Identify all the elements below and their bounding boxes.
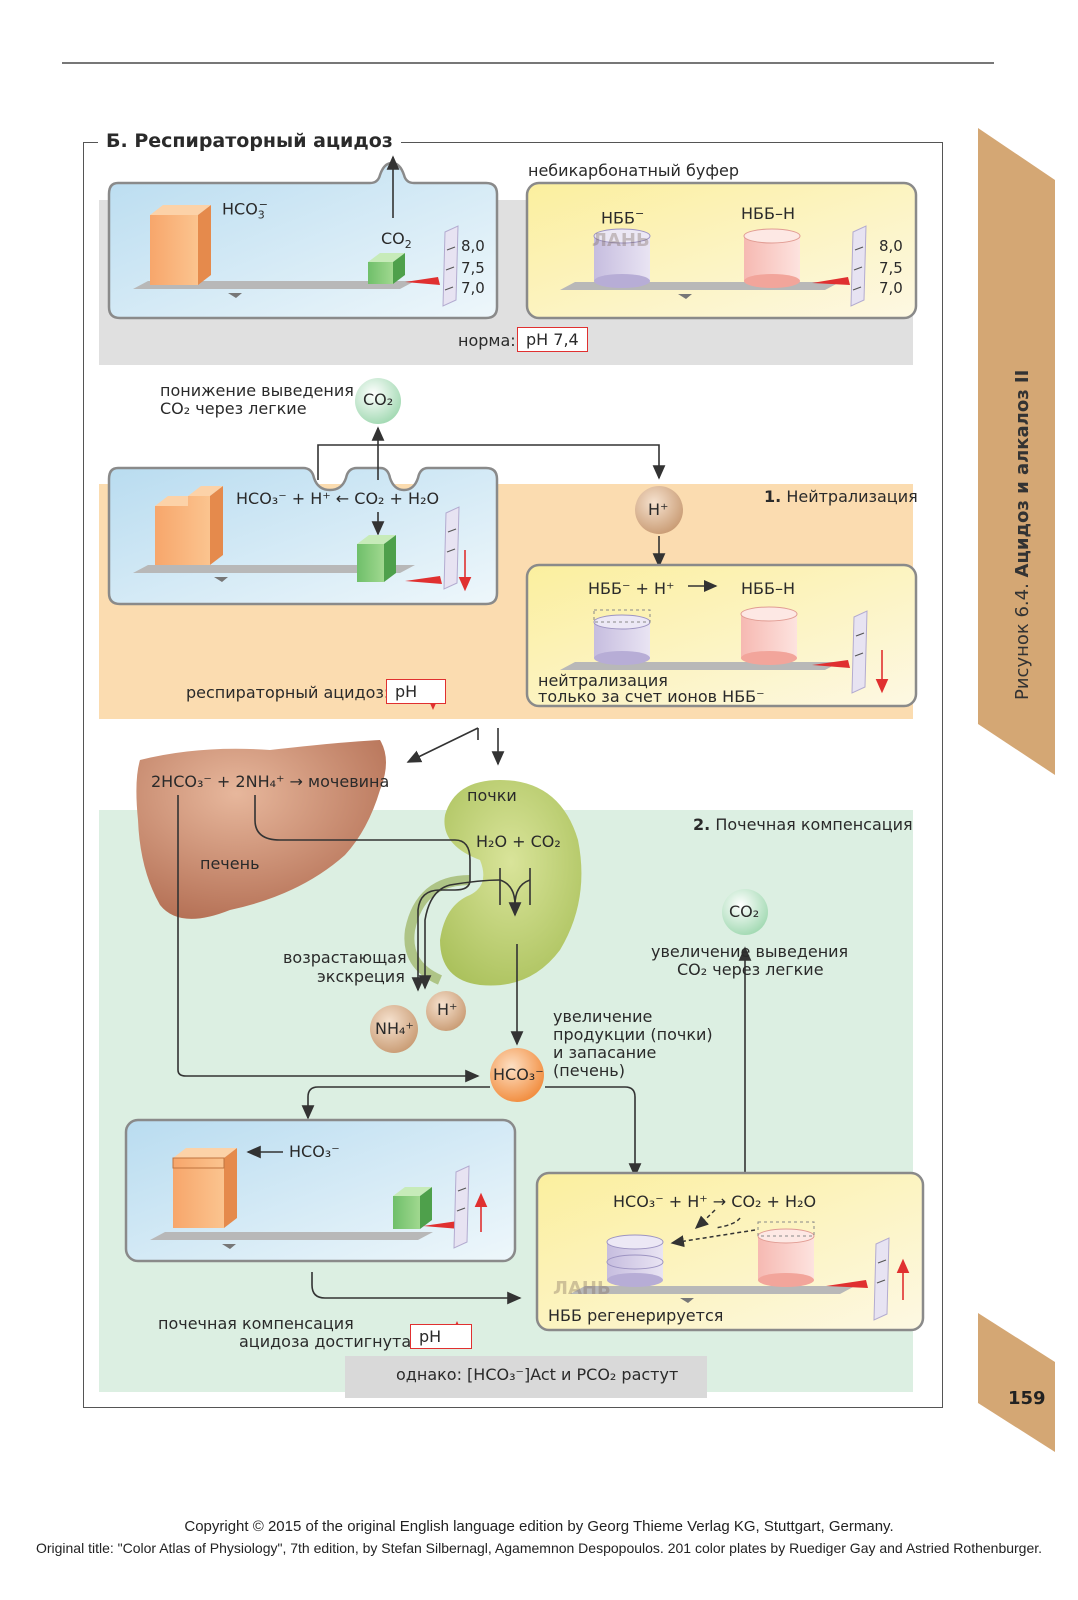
top-hco3-label: HCO3−: [222, 198, 269, 222]
co2-out-1: увеличение выведения: [651, 942, 849, 961]
liver-label: печень: [200, 854, 260, 873]
scale-plate: [133, 281, 415, 289]
scale-75-right: 7,5: [879, 259, 903, 277]
hco3-bubble-label: HCO₃⁻: [493, 1065, 544, 1084]
nbb-minus-label: НББ−: [601, 207, 645, 228]
nbb-h-label: НББ–Н: [741, 204, 796, 223]
co2-out-2: CO₂ через легкие: [677, 960, 824, 979]
nbb-reaction-left: НББ⁻ + H⁺: [588, 579, 675, 598]
chapter-tab-upper: [978, 128, 1055, 775]
nh4-bubble: [370, 1005, 418, 1053]
norm-label: норма:: [458, 331, 516, 350]
prod-4: (печень): [553, 1061, 625, 1080]
prod-3: и запасание: [553, 1043, 657, 1062]
panel1-title: 1. Нейтрализация: [764, 487, 918, 506]
nbb-h-cylinder-2: [757, 1221, 815, 1287]
co2-bubble-2: [722, 889, 768, 935]
co2-bubble-1-label: CO₂: [363, 390, 394, 409]
footer-line-2: Original title: "Color Atlas of Physiolo…: [35, 1540, 1043, 1556]
excretion-1: возрастающая: [283, 948, 407, 967]
hco3-block: [150, 215, 198, 285]
norm-ph-box: pH 7,4: [517, 327, 588, 352]
hco3-block-restored: [173, 1158, 224, 1228]
panel2-title: 2. Почечная компенсация: [693, 815, 913, 834]
acidosis-label: респираторный ацидоз:: [186, 683, 390, 702]
liver-shape: [136, 740, 386, 919]
right-reaction: HCO₃⁻ + H⁺ → CO₂ + H₂O: [613, 1192, 817, 1211]
nbb-regen: НББ регенерируется: [548, 1306, 724, 1325]
figure-frame: [83, 142, 943, 1408]
scale-8-left: 8,0: [461, 237, 485, 255]
however-text: однако: [HCO₃⁻]Act и PCO₂ растут: [396, 1365, 679, 1384]
comp-2: ацидоза достигнута:: [239, 1332, 417, 1351]
ph-indicator: [442, 225, 459, 307]
prod-2: продукции (почки): [553, 1025, 713, 1044]
watermark-1: ЛАНЬ: [592, 230, 650, 251]
comp-1: почечная компенсация: [158, 1314, 354, 1333]
nbb-buffer-label: небикарбонатный буфер: [528, 161, 740, 180]
watermark-2: ЛАНЬ: [553, 1278, 611, 1299]
nh4-bubble-label: NH₄⁺: [375, 1019, 414, 1038]
page-number: 159: [1008, 1388, 1046, 1409]
hco3-bubble: [490, 1048, 544, 1102]
kidney-shape: [440, 780, 582, 986]
nbb-minus-cylinder: [593, 228, 651, 288]
scale-8-right: 8,0: [879, 237, 903, 255]
co2-block-2: [393, 1196, 420, 1229]
prod-1: увеличение: [553, 1007, 653, 1026]
co2-caption-1a: понижение выведения: [160, 381, 354, 400]
side-title: Рисунок 6.4. Ацидоз и алкалоз II: [1012, 369, 1033, 700]
co2-bubble-2-label: CO₂: [729, 902, 760, 921]
reaction-1: HCO₃⁻ + H⁺ ← CO₂ + H₂O: [236, 489, 440, 508]
top-co2-label: CO2: [381, 229, 412, 252]
excretion-2: экскреция: [317, 967, 405, 986]
panel1-right-box: [525, 563, 918, 708]
scale-75-left: 7,5: [461, 259, 485, 277]
however-box: [345, 1356, 707, 1398]
footer-line-1: Copyright © 2015 of the original English…: [184, 1518, 894, 1535]
top-rule: [62, 62, 994, 64]
nbb-minus-cylinder-2: [606, 1234, 664, 1287]
left-hco3-label: HCO₃⁻: [289, 1142, 340, 1161]
kidney-reaction: H₂O + CO₂: [476, 832, 561, 851]
nbb-reaction-right: НББ–Н: [741, 579, 796, 598]
co2-caption-1b: CO₂ через легкие: [160, 399, 307, 418]
acidosis-ph-box: pH: [386, 679, 446, 704]
nbb-minus-cylinder-1: [593, 609, 651, 665]
liver-reaction: 2HCO₃⁻ + 2NH₄⁺ → мочевина: [151, 772, 390, 791]
h-bubble-1-label: H⁺: [648, 500, 669, 519]
section-title: Б. Респираторный ацидоз: [98, 132, 401, 151]
hco3-block-reduced: [155, 496, 210, 565]
co2-bubble-1: [355, 378, 401, 424]
neutral-caption-2: только за счет ионов НББ⁻: [538, 687, 765, 706]
nbb-h-cylinder-1: [740, 606, 798, 665]
h-bubble-2-label: H⁺: [437, 1000, 458, 1019]
chapter-tab-lower: [978, 1313, 1055, 1452]
h-bubble-2: [426, 991, 466, 1031]
kidney-label: почки: [467, 786, 517, 805]
neutral-caption-1: нейтрализация: [538, 671, 668, 690]
comp-ph-box: pH: [410, 1324, 472, 1349]
co2-block-increased: [357, 544, 384, 582]
top-left-box: [107, 161, 499, 320]
scale-7-right: 7,0: [879, 279, 903, 297]
h-bubble-1: [635, 486, 683, 534]
co2-block: [368, 262, 393, 284]
nbb-h-cylinder: [743, 228, 801, 288]
scale-7-left: 7,0: [461, 279, 485, 297]
